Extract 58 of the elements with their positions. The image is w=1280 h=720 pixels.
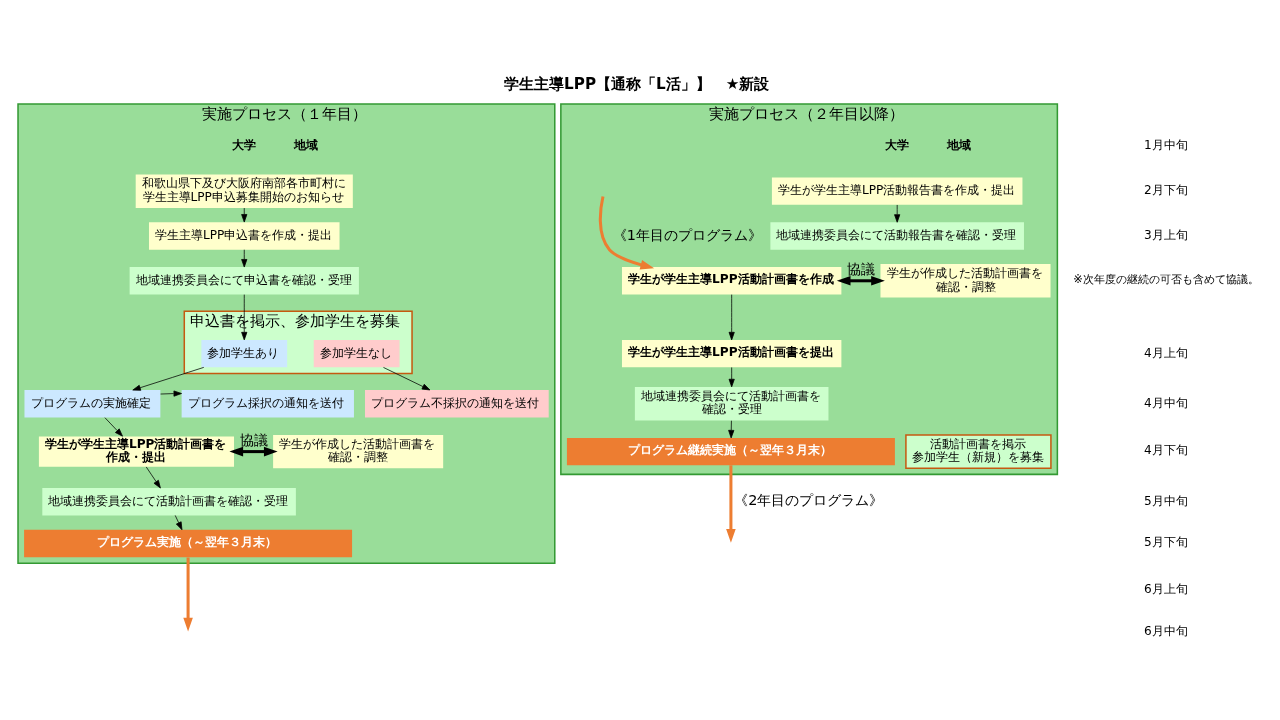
label: 地域 [947,137,972,152]
edge-label: 協議 [239,431,268,448]
arrow [836,275,885,286]
node-box: プログラム採択の通知を送付 [181,389,354,417]
label: 6月上旬 [1144,581,1188,596]
edge-label: 《1年目のプログラム》 [612,226,762,243]
node-box: 学生が作成した活動計画書を確認・調整 [880,263,1051,297]
node-box: 和歌山県下及び大阪府南部各市町村に学生主導LPP申込募集開始のお知らせ [135,174,353,208]
node-box: プログラム継続実施（～翌年３月末） [566,437,895,465]
node-box: 地域連携委員会にて活動報告書を確認・受理 [770,221,1024,250]
label: 5月下旬 [1144,534,1188,549]
label: 4月上旬 [1144,345,1188,360]
label: 大学 [232,137,257,152]
edge-label: 協議 [846,260,875,277]
edge-label: 《2年目のプログラム》 [734,491,884,508]
node-box: プログラムの実施確定 [24,389,161,417]
node-box: 地域連携委員会にて活動計画書を確認・受理 [634,386,829,420]
arrow [598,195,655,269]
node-box: 地域連携委員会にて申込書を確認・受理 [129,266,359,294]
node-box: 参加学生あり [201,339,288,367]
label: 1月中旬 [1144,137,1188,152]
arrow [726,464,736,543]
diagram-title: 学生主導LPP【通称「L活」】 ★新設 [504,74,770,93]
arrow [183,557,193,631]
label: 地域 [294,137,319,152]
node-box: 地域連携委員会にて活動計画書を確認・受理 [42,487,296,515]
arrow [104,416,123,437]
arrow [132,366,205,391]
node-box: 学生主導LPP申込書を作成・提出 [149,221,340,250]
arrow [728,366,735,387]
arrow [894,204,901,223]
arrow [160,390,182,397]
label: ※次年度の継続の可否も含めて協議。 [1073,271,1259,286]
node-box: 学生が学生主導LPP活動報告書を作成・提出 [771,177,1023,205]
arrow [145,466,161,488]
node-box: 参加学生なし [313,339,400,367]
arrow [728,293,735,340]
arrow [241,248,248,267]
label: 3月上旬 [1144,227,1188,242]
label: 4月下旬 [1144,442,1188,457]
node-box: 学生が学生主導LPP活動計画書を作成 [621,266,842,294]
arrow [241,293,248,340]
node-box: 学生が学生主導LPP活動計画書を提出 [621,339,842,367]
node-box: 学生が作成した活動計画書を確認・調整 [273,434,444,468]
label: 6月中旬 [1144,623,1188,638]
node-box: 学生が学生主導LPP活動計画書を作成・提出 [38,435,234,467]
node-box: プログラム不採択の通知を送付 [365,389,549,417]
node-box: プログラム実施（～翌年３月末） [24,529,353,557]
label: 5月中旬 [1144,493,1188,508]
node-box: 活動計画書を掲示参加学生（新規）を募集 [905,433,1052,469]
label: 4月中旬 [1144,395,1188,410]
arrow [229,446,278,456]
label: 2月下旬 [1144,182,1188,197]
arrow [728,419,735,438]
arrow [241,207,248,222]
label: 大学 [885,137,910,152]
arrow [383,366,431,390]
arrow [174,514,183,530]
